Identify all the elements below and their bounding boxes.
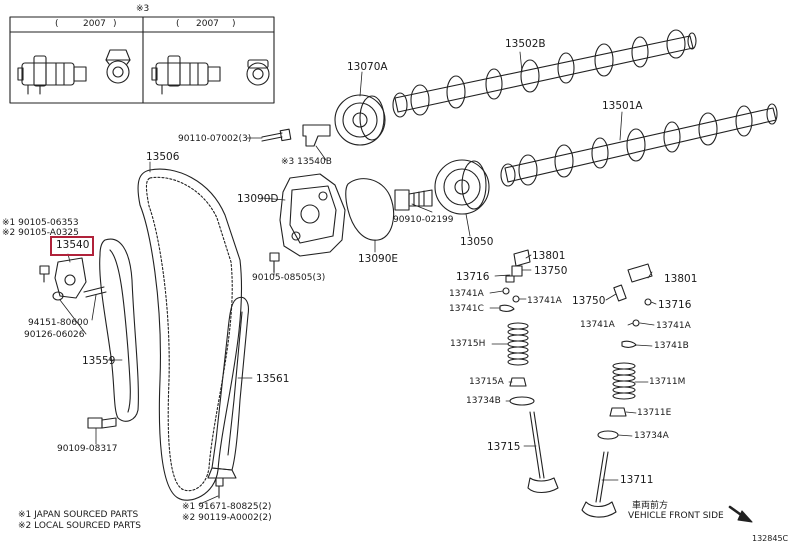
- part-label-13715H[interactable]: 13715H: [450, 339, 486, 349]
- vehicle-front-label-jp: 車両前方: [632, 501, 669, 511]
- oil-control-valve-13540B: [302, 124, 331, 147]
- gasket-13090E: [345, 178, 395, 241]
- chain-guide-13561: [207, 296, 249, 479]
- part-label-13741A-exhaust-2[interactable]: 13741A: [656, 321, 691, 331]
- part-label-13750-exhaust[interactable]: 13750: [572, 295, 606, 307]
- part-label-90110-07002[interactable]: 90110-07002(3): [178, 134, 252, 144]
- inset-right-header: 2007: [196, 19, 219, 29]
- part-label-13741C[interactable]: 13741C: [449, 304, 484, 314]
- part-label-90119-A0002[interactable]: ※2 90119-A0002(2): [182, 513, 272, 523]
- inset-left-header: 2007: [83, 19, 106, 29]
- part-label-13734B[interactable]: 13734B: [466, 396, 501, 406]
- inset-vvt-actuator-left: [17, 49, 131, 95]
- bolt-90105-08505: [269, 252, 280, 273]
- bolt-91671-80825: [215, 477, 224, 499]
- camshaft-13502B: [392, 29, 697, 118]
- part-label-13734A[interactable]: 13734A: [634, 431, 669, 441]
- inset-left-header-close: ): [113, 19, 117, 29]
- part-label-13741A-intake-1[interactable]: 13741A: [449, 289, 484, 299]
- part-label-91671-80825[interactable]: ※1 91671-80825(2): [182, 502, 272, 512]
- part-label-13741A-exhaust-1[interactable]: 13741A: [580, 320, 615, 330]
- vehicle-front-label: VEHICLE FRONT SIDE: [628, 511, 724, 521]
- camshaft-housing-13090D: [279, 173, 346, 257]
- legend-local-sourced: ※2 LOCAL SOURCED PARTS: [18, 521, 141, 531]
- stud-94151-80600: [83, 286, 107, 298]
- part-label-13559[interactable]: 13559: [82, 355, 116, 367]
- bolt-90910-02199: [394, 189, 433, 211]
- cam-sprocket-13050: [434, 159, 490, 215]
- part-label-13801-intake[interactable]: 13801: [532, 250, 566, 262]
- part-label-13540[interactable]: 13540: [56, 239, 90, 251]
- part-label-13750-intake[interactable]: 13750: [534, 265, 568, 277]
- part-label-13090D[interactable]: 13090D: [237, 193, 279, 205]
- part-label-90109-08317[interactable]: 90109-08317: [57, 444, 118, 454]
- part-label-13715A[interactable]: 13715A: [469, 377, 504, 387]
- part-label-13741A-intake-2[interactable]: 13741A: [527, 296, 562, 306]
- part-label-13741B[interactable]: 13741B: [654, 341, 689, 351]
- part-label-13711M[interactable]: 13711M: [649, 377, 686, 387]
- chain-tensioner-slipper-13559: [99, 238, 139, 422]
- part-label-13070A[interactable]: 13070A: [347, 61, 388, 73]
- part-label-13050[interactable]: 13050: [460, 236, 494, 248]
- bolt-90105-06353: [39, 265, 50, 283]
- inset-note-mark: ※3: [136, 4, 150, 14]
- part-label-90105-08505[interactable]: 90105-08505(3): [252, 273, 326, 283]
- bolt-90110-07002: [261, 128, 292, 142]
- vehicle-front-arrow-icon: [728, 505, 753, 523]
- inset-right-header-close: ): [232, 19, 236, 29]
- valve-train-intake: [499, 249, 559, 494]
- inset-box: [9, 16, 275, 104]
- part-label-13716-intake[interactable]: 13716: [456, 271, 490, 283]
- part-label-90105-A0325[interactable]: ※2 90105-A0325: [2, 228, 79, 238]
- part-label-94151-80600[interactable]: 94151-80600: [28, 318, 89, 328]
- part-label-13716-exhaust[interactable]: 13716: [658, 299, 692, 311]
- part-label-90126-06026[interactable]: 90126-06026: [24, 330, 85, 340]
- cam-sprocket-13070A: [334, 94, 386, 146]
- highlight-box-13540: [50, 236, 94, 256]
- legend-japan-sourced: ※1 JAPAN SOURCED PARTS: [18, 510, 139, 520]
- part-label-90105-06353[interactable]: ※1 90105-06353: [2, 218, 79, 228]
- inset-vvt-actuator-right: [151, 55, 270, 95]
- bolt-90109-08317: [87, 417, 117, 429]
- part-label-13711E[interactable]: 13711E: [637, 408, 672, 418]
- part-label-13506[interactable]: 13506: [146, 151, 180, 163]
- inset-left-header-open: (: [55, 19, 59, 29]
- part-label-13090E[interactable]: 13090E: [358, 253, 399, 265]
- washer-90126-06026: [52, 291, 64, 301]
- leader-lines: [59, 51, 657, 505]
- part-label-13715[interactable]: 13715: [487, 441, 521, 453]
- part-label-13502B[interactable]: 13502B: [505, 38, 546, 50]
- part-label-13540B[interactable]: ※3 13540B: [281, 157, 332, 167]
- timing-chain-13506: [137, 168, 243, 501]
- part-label-13501A[interactable]: 13501A: [602, 100, 643, 112]
- part-label-13561[interactable]: 13561: [256, 373, 290, 385]
- valve-train-exhaust: [581, 263, 653, 518]
- camshaft-13501A: [500, 103, 778, 187]
- part-label-13801-exhaust[interactable]: 13801: [664, 273, 698, 285]
- figure-id: 132845C: [752, 534, 789, 543]
- inset-right-header-open: (: [176, 19, 180, 29]
- chain-tensioner-13540: [54, 257, 87, 299]
- part-label-13711[interactable]: 13711: [620, 474, 654, 486]
- part-label-90910-02199[interactable]: 90910-02199: [393, 215, 454, 225]
